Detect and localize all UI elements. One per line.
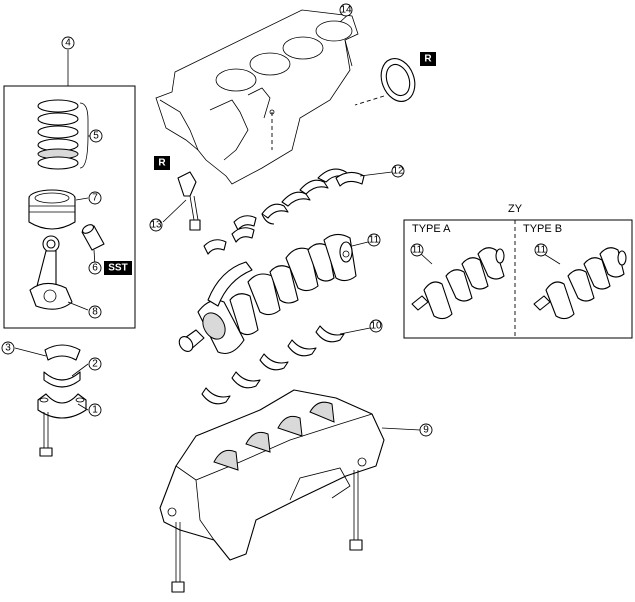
oil-jet [177,171,201,231]
svg-text:1: 1 [92,405,98,416]
svg-text:11: 11 [536,245,547,256]
svg-text:6: 6 [92,263,98,274]
connecting-rod-bolt [39,412,53,457]
svg-text:3: 3 [5,343,11,354]
svg-text:8: 8 [92,307,98,318]
callout-5: 5 [88,129,103,143]
svg-text:2: 2 [92,359,98,370]
crankshaft-type-a [411,247,505,320]
lower-block-bolt-right [349,470,363,551]
piston-pin [81,224,105,251]
svg-text:R: R [424,54,432,65]
leader-lines [14,12,561,431]
svg-text:11: 11 [412,245,423,256]
callout-9: 9 [419,423,433,437]
svg-text:13: 13 [150,220,162,231]
svg-text:5: 5 [93,131,99,142]
inset-title: ZY [508,203,523,215]
crankshaft [178,233,357,355]
callout-11: 11 [367,233,381,247]
callout-4: 4 [61,36,75,50]
connecting-rod-cap [37,393,87,419]
svg-text:10: 10 [370,321,382,332]
special-tool-badge: SST [104,261,132,275]
connecting-rod-bearing-upper [44,344,81,361]
piston-assembly-box [3,85,136,329]
thrust-bearings [203,215,257,255]
callout-14: 14 [339,3,353,17]
connecting-rod [29,235,73,310]
callout-1: 1 [88,403,102,417]
svg-text:SST: SST [108,263,127,274]
reuse-badge-oil-jet: R [154,156,170,170]
callout-11-type-a: 11 [410,243,424,257]
cylinder-block [155,9,359,185]
type-b-label: TYPE B [523,223,562,235]
lower-block [159,389,385,561]
type-a-label: TYPE A [412,223,451,235]
callout-8: 8 [88,305,102,319]
svg-text:7: 7 [92,193,98,204]
rear-oil-seal [354,58,416,106]
lower-block-bolt-left [171,522,185,593]
piston-rings [37,99,89,170]
reuse-badge-seal: R [420,52,436,66]
svg-text:9: 9 [423,425,429,436]
svg-text:14: 14 [340,5,352,16]
svg-text:11: 11 [369,235,380,246]
callout-7: 7 [88,191,102,205]
crankshaft-type-b [533,247,627,320]
callout-13: 13 [149,218,163,232]
piston [28,189,76,230]
callout-12: 12 [391,164,405,178]
callout-10: 10 [369,319,383,333]
svg-text:12: 12 [392,166,404,177]
connecting-rod-bearing-lower [43,371,81,388]
lower-main-bearings [201,325,345,405]
upper-main-bearings [261,168,365,225]
svg-text:R: R [158,158,166,169]
svg-text:4: 4 [65,38,71,49]
callout-3: 3 [1,341,15,355]
callout-6: 6 [88,261,102,275]
zy-inset: ZY TYPE A TYPE B [403,203,633,339]
callout-2: 2 [88,357,102,371]
callout-11-type-b: 11 [534,243,548,257]
